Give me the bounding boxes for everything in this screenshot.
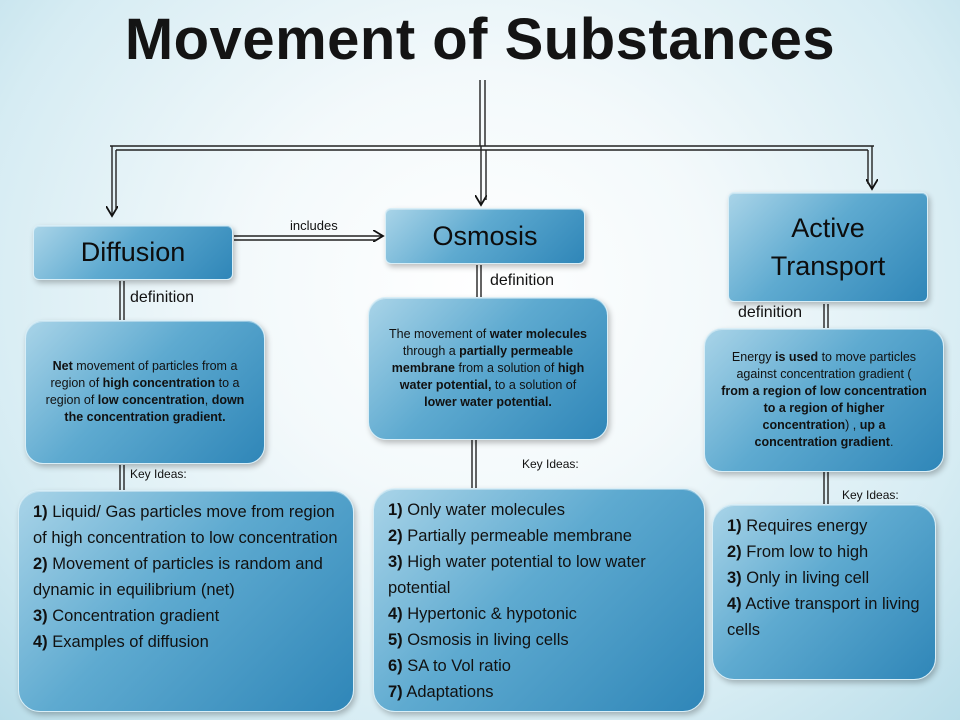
- key-idea-number: 1): [388, 501, 403, 519]
- key-idea-item: 6) SA to Vol ratio: [388, 653, 692, 679]
- definition-run: Net: [52, 359, 73, 373]
- definition-run: ,: [204, 393, 212, 407]
- key-idea-number: 2): [727, 543, 742, 561]
- key-idea-number: 3): [388, 553, 403, 571]
- key-idea-text: Requires energy: [741, 517, 868, 535]
- key-idea-text: Liquid/ Gas particles move from region o…: [33, 503, 338, 547]
- title-to-concepts-connector: [110, 80, 874, 215]
- key-idea-number: 3): [33, 607, 48, 625]
- key-idea-item: 1) Liquid/ Gas particles move from regio…: [33, 499, 341, 551]
- key-idea-item: 2) Partially permeable membrane: [388, 523, 692, 549]
- key-idea-number: 4): [388, 605, 403, 623]
- key-idea-text: Active transport in living cells: [727, 595, 920, 639]
- key-idea-item: 3) High water potential to low water pot…: [388, 549, 692, 601]
- slide-title: Movement of Substances: [124, 7, 836, 72]
- active-key-ideas-label: Key Ideas:: [842, 488, 899, 502]
- osmosis-definition-text: The movement of water molecules through …: [387, 326, 589, 411]
- key-idea-number: 7): [388, 683, 403, 701]
- key-idea-text: Examples of diffusion: [47, 633, 209, 651]
- key-idea-item: 7) Adaptations: [388, 679, 692, 705]
- key-idea-text: Hypertonic & hypotonic: [402, 605, 577, 623]
- key-idea-item: 3) Concentration gradient: [33, 603, 341, 629]
- key-idea-text: Movement of particles is random and dyna…: [33, 555, 323, 599]
- active-definition: Energy is used to move particles against…: [704, 328, 944, 472]
- diffusion-key-ideas: 1) Liquid/ Gas particles move from regio…: [18, 490, 354, 712]
- definition-run: .: [889, 435, 894, 449]
- diffusion-definition-text: Net movement of particles from a region …: [40, 358, 250, 426]
- key-idea-item: 3) Only in living cell: [727, 565, 923, 591]
- key-idea-number: 6): [388, 657, 403, 675]
- diffusion-key-ideas-list: 1) Liquid/ Gas particles move from regio…: [33, 499, 341, 655]
- key-idea-text: SA to Vol ratio: [402, 657, 511, 675]
- concept-osmosis-label: Osmosis: [432, 220, 538, 251]
- definition-run: movement of particles from a region of: [50, 359, 238, 390]
- key-idea-number: 1): [33, 503, 48, 521]
- key-idea-text: Partially permeable membrane: [402, 527, 632, 545]
- key-idea-number: 2): [388, 527, 403, 545]
- osmosis-definition: The movement of water molecules through …: [368, 297, 608, 440]
- definition-run: from a solution of: [455, 361, 558, 375]
- osmosis-definition-label: definition: [490, 272, 555, 289]
- concept-osmosis[interactable]: Osmosis: [385, 208, 585, 264]
- concept-active-transport[interactable]: Active Transport: [728, 192, 928, 302]
- key-idea-text: Osmosis in living cells: [402, 631, 569, 649]
- definition-run: from a region of low concentration to a …: [721, 384, 927, 432]
- definition-run: ) ,: [845, 418, 860, 432]
- key-idea-number: 4): [33, 633, 48, 651]
- key-idea-item: 4) Active transport in living cells: [727, 591, 923, 643]
- key-idea-number: 1): [727, 517, 742, 535]
- definition-run: through a: [402, 344, 460, 358]
- definition-run: up a concentration gradient: [754, 418, 890, 449]
- definition-run: low concentration: [97, 393, 205, 407]
- key-ideas-connectors: [119, 440, 829, 506]
- concept-diffusion[interactable]: Diffusion: [33, 225, 233, 280]
- active-definition-text: Energy is used to move particles against…: [721, 349, 927, 451]
- key-idea-text: Concentration gradient: [47, 607, 220, 625]
- key-idea-number: 5): [388, 631, 403, 649]
- key-idea-item: 2) From low to high: [727, 539, 923, 565]
- osmosis-key-ideas-label: Key Ideas:: [522, 457, 579, 471]
- diffusion-key-ideas-label: Key Ideas:: [130, 467, 187, 481]
- definition-run: high water potential,: [399, 361, 585, 392]
- includes-label: includes: [290, 218, 338, 233]
- definition-run: water molecules: [489, 327, 587, 341]
- key-idea-text: Adaptations: [402, 683, 494, 701]
- diffusion-definition: Net movement of particles from a region …: [25, 320, 265, 464]
- key-idea-item: 4) Hypertonic & hypotonic: [388, 601, 692, 627]
- key-idea-text: Only in living cell: [741, 569, 870, 587]
- key-idea-item: 2) Movement of particles is random and d…: [33, 551, 341, 603]
- key-idea-number: 2): [33, 555, 48, 573]
- definition-run: is used: [775, 350, 819, 364]
- definition-run: high concentration: [102, 376, 216, 390]
- concept-active-transport-label: Active Transport: [770, 213, 886, 281]
- definition-run: The movement of: [388, 327, 490, 341]
- definition-run: to a region of: [45, 376, 240, 407]
- concept-diffusion-label: Diffusion: [80, 237, 186, 267]
- key-idea-number: 3): [727, 569, 742, 587]
- key-idea-number: 4): [727, 595, 742, 613]
- definition-run: lower water potential.: [424, 395, 552, 409]
- key-idea-item: 5) Osmosis in living cells: [388, 627, 692, 653]
- definition-run: to move particles against concentration …: [736, 350, 917, 381]
- key-idea-text: Only water molecules: [402, 501, 565, 519]
- key-idea-item: 1) Requires energy: [727, 513, 923, 539]
- definition-run: Energy: [731, 350, 776, 364]
- key-idea-text: High water potential to low water potent…: [388, 553, 646, 597]
- key-idea-text: From low to high: [741, 543, 869, 561]
- key-idea-item: 4) Examples of diffusion: [33, 629, 341, 655]
- key-idea-item: 1) Only water molecules: [388, 497, 692, 523]
- definition-connectors: [119, 265, 829, 330]
- includes-arrow: [234, 236, 382, 240]
- active-definition-label: definition: [738, 304, 803, 321]
- definition-run: partially permeable membrane: [391, 344, 574, 375]
- definition-run: down the concentration gradient.: [64, 393, 245, 424]
- diffusion-definition-label: definition: [130, 289, 195, 306]
- definition-run: to a solution of: [491, 378, 577, 392]
